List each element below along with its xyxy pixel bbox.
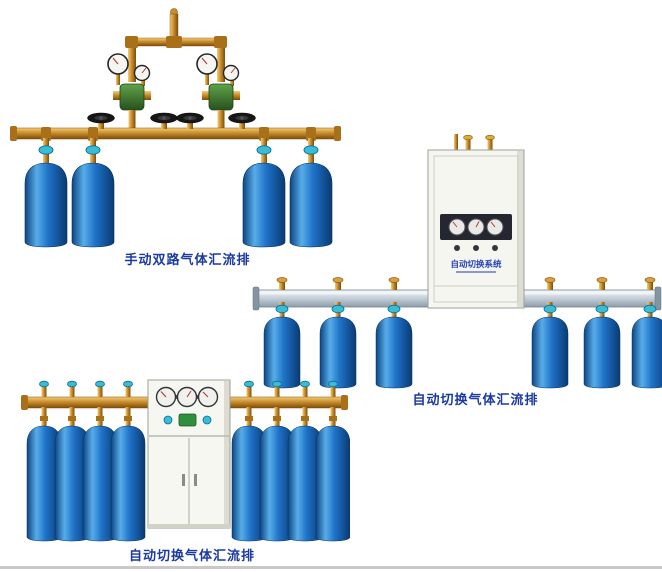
pipe-end-cap bbox=[10, 126, 17, 141]
control-cabinet: 自动切换系统 bbox=[427, 134, 525, 309]
gas-cylinder bbox=[583, 301, 621, 389]
valve-handwheel bbox=[228, 112, 256, 130]
pipe-end-cap bbox=[341, 395, 348, 410]
auto-switch-wall-graphic: 自动切换系统 bbox=[252, 134, 662, 389]
pipe-valve bbox=[300, 380, 310, 398]
door-handle bbox=[182, 474, 185, 486]
valve-handwheel bbox=[176, 112, 204, 130]
gas-cylinder bbox=[110, 406, 146, 542]
product-label-auto-wall: 自动切换气体汇流排 bbox=[412, 393, 539, 408]
cabinet-subtitle-line bbox=[456, 271, 496, 273]
rail-valve bbox=[332, 277, 344, 291]
control-cabinet bbox=[147, 379, 231, 529]
rail-valve bbox=[276, 277, 288, 291]
product-label-manual-dual: 手动双路气体汇流排 bbox=[124, 253, 251, 268]
pipe-valve bbox=[95, 380, 105, 398]
pipe-end-cap bbox=[334, 126, 341, 141]
rail-valve bbox=[596, 277, 608, 291]
pipe-valve bbox=[123, 380, 133, 398]
pipe-valve bbox=[39, 380, 49, 398]
rail-valve bbox=[544, 277, 556, 291]
page-bottom-border bbox=[0, 566, 662, 569]
gas-cylinder bbox=[631, 301, 662, 389]
panel-valve-knob bbox=[163, 415, 173, 425]
panel-knob bbox=[492, 245, 498, 251]
gas-cylinder bbox=[315, 406, 350, 542]
product-auto-switch-wall-manifold: 自动切换系统 bbox=[250, 134, 662, 396]
valve-handwheel bbox=[87, 112, 115, 130]
valve-handwheel bbox=[150, 112, 178, 130]
rail-end-cap bbox=[654, 286, 662, 311]
pipe-valve bbox=[272, 380, 282, 398]
cabinet-title: 自动切换系统 bbox=[450, 259, 502, 270]
rail-valve bbox=[644, 277, 656, 291]
panel-valve-knob bbox=[202, 415, 212, 425]
main-manifold-pipe bbox=[10, 126, 341, 141]
panel-component bbox=[178, 413, 197, 427]
product-auto-switch-floor-manifold bbox=[16, 374, 350, 546]
gas-cylinder bbox=[24, 137, 68, 248]
product-manual-dual-manifold bbox=[8, 8, 343, 250]
cabinet-top-valves bbox=[463, 134, 495, 150]
pipe-valve bbox=[328, 380, 338, 398]
rail-end-cap bbox=[252, 286, 260, 311]
auto-switch-floor-graphic bbox=[21, 379, 350, 542]
supply-header-pipes bbox=[125, 8, 227, 82]
door-handle bbox=[194, 474, 197, 486]
gas-cylinder bbox=[375, 301, 413, 389]
pipe-valve bbox=[244, 380, 254, 398]
gas-cylinder bbox=[531, 301, 569, 389]
rail-valve bbox=[388, 277, 400, 291]
pipe-valve bbox=[67, 380, 77, 398]
panel-knob bbox=[454, 245, 460, 251]
gas-cylinder bbox=[71, 137, 115, 248]
product-label-auto-floor: 自动切换气体汇流排 bbox=[128, 549, 255, 564]
panel-knob bbox=[473, 245, 479, 251]
pipe-end-cap bbox=[21, 395, 28, 410]
manual-dual-manifold-graphic bbox=[10, 8, 341, 248]
